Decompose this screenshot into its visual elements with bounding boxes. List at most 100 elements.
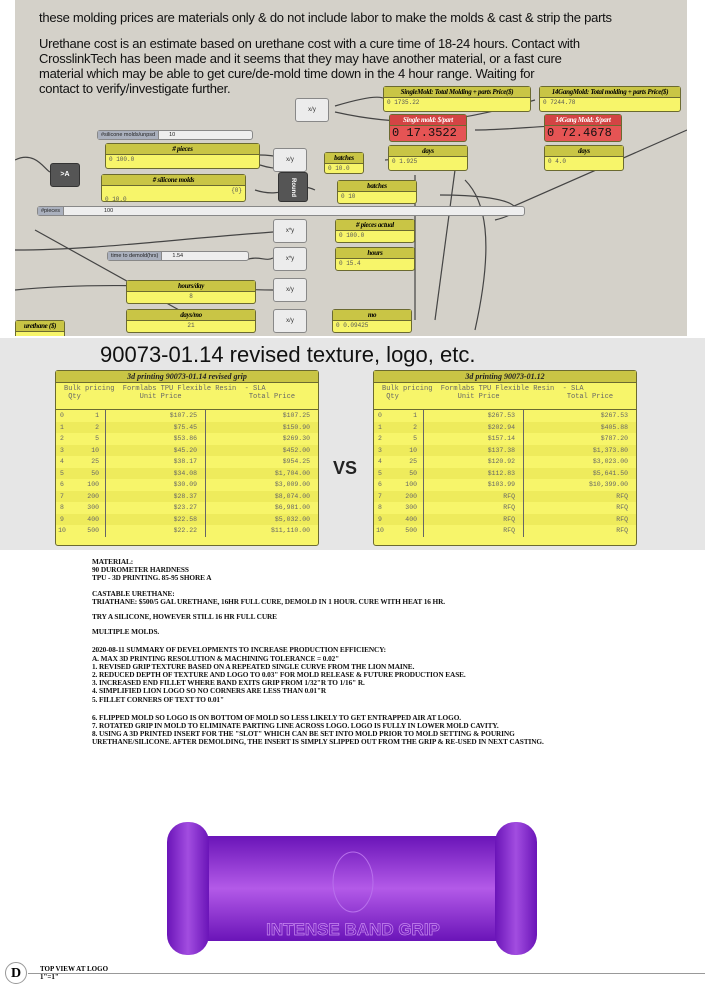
header-line: Qty Unit Price Total Price — [382, 393, 614, 401]
demold-time-slider[interactable]: time to demold(hrs)1.54 — [107, 251, 249, 261]
qty-cell: 10 — [386, 444, 424, 456]
qty-cell: 10 — [68, 444, 106, 456]
total-price-cell: $3,023.00 — [592, 458, 628, 465]
compare-component[interactable]: >A — [50, 163, 80, 187]
header-line: Bulk pricing Formlabs TPU Flexible Resin… — [64, 385, 266, 393]
row-index: 1 — [378, 423, 382, 431]
row-index: 10 — [376, 527, 384, 534]
multiply-component[interactable]: x*y — [273, 219, 307, 243]
row-index: 1 — [60, 423, 64, 431]
divide-component[interactable]: x/y — [273, 309, 307, 333]
unit-price-cell: $75.45 — [106, 421, 206, 433]
total-price-cell: $954.25 — [282, 458, 310, 465]
total-price-cell: RFQ — [616, 527, 628, 534]
qty-cell: 400 — [386, 513, 424, 525]
panel-value: 0 100.0 — [339, 232, 365, 239]
qty-cell: 2 — [68, 421, 106, 433]
note-line: 2020-08-11 SUMMARY OF DEVELOPMENTS TO IN… — [92, 645, 386, 655]
pricing-table-original[interactable]: 3d printing 90073-01.12 Bulk pricing For… — [373, 370, 637, 546]
grip-render: INTENSE BAND GRIP — [167, 822, 537, 955]
qty-cell: 400 — [68, 513, 106, 525]
component-label: x/y — [286, 287, 294, 293]
note-line: MATERIAL: — [92, 557, 134, 566]
unit-price-cell: $157.14 — [424, 433, 524, 445]
panel-title: 14GangMold: Total molding + parts Price(… — [540, 87, 680, 98]
component-label: x*y — [285, 228, 295, 234]
single-mold-total-panel[interactable]: SingleMold: Total Molding + parts Price(… — [383, 86, 531, 112]
note-line: 4. SIMPLIFIED LION LOGO SO NO CORNERS AR… — [92, 686, 327, 696]
divide-component[interactable]: x/y — [295, 98, 329, 122]
panel-value: 0 15.4 — [339, 260, 361, 267]
unit-price-cell: $53.86 — [106, 433, 206, 445]
unit-price-cell: $137.38 — [424, 444, 524, 456]
total-price-cell: $5,641.50 — [592, 469, 628, 477]
panel-title: days/mo — [127, 310, 255, 321]
grip-logo-text: INTENSE BAND GRIP — [266, 920, 440, 939]
row-index: 4 — [378, 458, 382, 465]
qty-cell: 100 — [68, 479, 106, 491]
intro-line: material which may be able to get cure/d… — [39, 66, 535, 81]
grasshopper-canvas[interactable]: these molding prices are materials only … — [15, 0, 687, 336]
header-line: Qty Unit Price Total Price — [64, 393, 296, 401]
row-index: 5 — [60, 469, 64, 477]
round-component[interactable]: Round — [278, 172, 308, 202]
component-label: x/y — [308, 107, 316, 113]
gang-mold-total-panel[interactable]: 14GangMold: Total molding + parts Price(… — [539, 86, 681, 112]
unit-price-cell: $202.94 — [424, 421, 524, 433]
unit-price-cell: RFQ — [424, 525, 524, 537]
multiply-component[interactable]: x*y — [273, 247, 307, 271]
note-line: 6. FLIPPED MOLD SO LOGO IS ON BOTTOM OF … — [92, 712, 461, 722]
panel-title: Single mold: $/part — [390, 115, 466, 126]
urethane-panel[interactable]: urethane ($) — [15, 320, 65, 336]
unit-price-cell: $28.37 — [106, 490, 206, 502]
slider-label: #pieces — [38, 207, 64, 215]
total-price-cell: RFQ — [616, 504, 628, 511]
row-index: 9 — [60, 515, 64, 523]
row-index: 6 — [378, 481, 382, 488]
divide-component[interactable]: x/y — [273, 148, 307, 172]
component-label: x*y — [285, 256, 295, 262]
silicone-molds-panel[interactable]: # silicone molds{0}0 10.0 — [101, 174, 246, 203]
view-scale: 1"=1" — [40, 973, 59, 981]
qty-cell: 2 — [386, 421, 424, 433]
row-index: 3 — [378, 446, 382, 454]
row-index: 2 — [60, 435, 64, 442]
qty-cell: 500 — [68, 525, 106, 537]
row-index: 3 — [60, 446, 64, 454]
total-price-cell: $787.20 — [600, 435, 628, 442]
unit-price-cell: RFQ — [424, 502, 524, 514]
note-line: 7. ROTATED GRIP IN MOLD TO ELIMINATE PAR… — [92, 721, 499, 731]
divide-component[interactable]: x/y — [273, 278, 307, 302]
panel-value: 0 10.0 — [105, 196, 127, 203]
table-header: Bulk pricing Formlabs TPU Flexible Resin… — [56, 383, 318, 410]
unit-price-cell: $112.83 — [424, 467, 524, 479]
row-index: 4 — [60, 458, 64, 465]
pricing-table-revised[interactable]: 3d printing 90073-01.14 revised grip Bul… — [55, 370, 319, 546]
unit-price-cell: $23.27 — [106, 502, 206, 514]
note-line: TRIATHANE: $500/5 GAL URETHANE, 16HR FUL… — [92, 596, 446, 606]
panel-title: # pieces — [106, 144, 259, 155]
